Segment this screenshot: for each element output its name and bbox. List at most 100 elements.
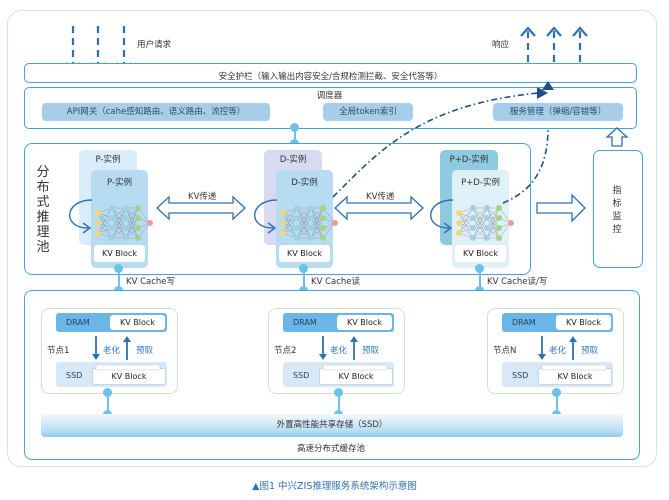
neuron-node [135,235,141,241]
neuron-node [470,235,476,241]
connector-dot [290,123,299,132]
api-gateway-module: API网关（cahe感知路由、语义路由、流控等） [42,103,270,121]
neuron-node [320,205,326,211]
neuron-node [135,225,141,231]
kv-transfer-arrow-2-icon [334,195,424,221]
connector-dot [114,264,123,273]
node-1-evict-label: 老化 [103,346,121,356]
node-1-evict-arrowhead-icon [92,354,100,360]
neuron-node [308,225,314,231]
node-n-prefetch-label: 预取 [581,346,599,356]
neuron-node [484,225,490,231]
response-label: 响应 [492,40,510,50]
kv-cache-write-label: KV Cache写 [126,277,176,287]
ssd-kv-block-stack-3 [541,364,607,371]
neuron-node [294,235,300,241]
monitor-char: 指 [612,186,622,196]
connector-dot [552,388,561,397]
neuron-node [332,220,338,226]
pool-title-char: 理 [36,225,50,240]
neuron-node [147,220,153,226]
global-token-index-module: 全局token索引 [323,103,413,121]
metrics-monitor-label: 指 标 监 控 [593,185,641,237]
monitor-to-scheduler-arrow-icon [605,127,629,147]
neuron-node [123,215,129,221]
neuron-node [308,215,314,221]
neuron-node [484,205,490,211]
neuron-node [508,220,514,226]
neuron-node [470,215,476,221]
node-1-dram-kv-block: KV Block [110,315,165,330]
neuron-node [456,220,462,226]
node-2-prefetch-arrowhead-icon [350,336,358,342]
pool-title-char: 推 [36,210,50,225]
dashdot-arrowhead-icon [537,87,548,99]
pool-title-char: 布 [36,180,50,195]
d-instance-network-icon [280,205,338,241]
node-2-storage-connector [338,392,340,414]
neuron-node [484,235,490,241]
to-monitor-arrow-icon [536,193,586,223]
node-n-dram-label: DRAM [512,318,536,327]
neuron-node [320,225,326,231]
neuron-node [294,205,300,211]
neuron-node [470,225,476,231]
kv-transfer-label-2: KV传递 [366,192,395,202]
neuron-node [135,215,141,221]
node-n-evict-label: 老化 [549,346,567,356]
neuron-node [135,205,141,211]
security-guardrail-label: 安全护栏（输入输出内容安全/合规检测拦截、安全代答等） [218,72,443,82]
p-instance-label: P-实例 [106,178,132,188]
pd-instance-network-icon [456,205,514,241]
d-to-scheduler-dashdot-path [332,92,539,198]
p-instance-loop-arrow-icon-head [82,222,92,234]
ssd-kv-block-stack-1 [95,364,161,371]
monitor-char: 监 [612,212,622,222]
neuron-node [294,215,300,221]
pd-instance-loop-arrow-icon [430,199,454,229]
pool-title-char: 分 [36,165,50,180]
neuron-node [320,215,326,221]
neuron-node [456,230,462,236]
neuron-node [308,235,314,241]
pd-to-service-mgmt-dashdot-path [502,127,549,204]
node-2-dram-kv-block: KV Block [337,315,392,330]
neuron-node [95,220,101,226]
d-instance-loop-arrow-icon-head [267,222,277,234]
p-instance-network-icon [95,205,153,241]
d-instance-label: D-实例 [291,178,318,188]
node-1-ssd-label: SSD [66,371,83,380]
scheduler-title: 调度器 [316,91,343,101]
neuron-node [280,220,286,226]
monitor-char: 控 [612,225,622,235]
neuron-node [123,205,129,211]
neuron-node [123,235,129,241]
kv-transfer-label-1: KV传递 [188,192,217,202]
node-2-evict-arrowhead-icon [319,354,327,360]
neuron-node [470,205,476,211]
pd-instance-loop-arrow-icon-head [443,222,453,234]
inference-pool-title: 分 布 式 推 理 池 [36,165,50,255]
d-instance-loop-arrow-icon [254,199,278,229]
pool-title-char: 池 [36,240,50,255]
kv-cache-read-label: KV Cache读 [311,277,361,287]
neuron-node [109,225,115,231]
pd-instance-kv-block: KV Block [455,245,506,262]
pd-instance-back-label: P+D-实例 [449,155,489,165]
monitor-char: 标 [612,199,622,209]
neuron-node [95,210,101,216]
kv-cache-read-connector [303,268,305,290]
p-instance-back-label: P-实例 [95,155,121,165]
node-2-label: 节点2 [274,346,297,356]
node-n-storage-connector [556,392,558,414]
p-instance-kv-block: KV Block [94,245,145,262]
connector-dot [299,264,308,273]
kv-cache-write-connector [118,268,120,290]
scheduler-pool-connector [294,127,296,143]
neuron-node [456,210,462,216]
cache-pool-title: 高速分布式缓存池 [296,444,365,454]
connector-dot [475,264,484,273]
neuron-node [280,230,286,236]
d-instance-back-label: D-实例 [279,155,307,165]
neuron-node [280,210,286,216]
